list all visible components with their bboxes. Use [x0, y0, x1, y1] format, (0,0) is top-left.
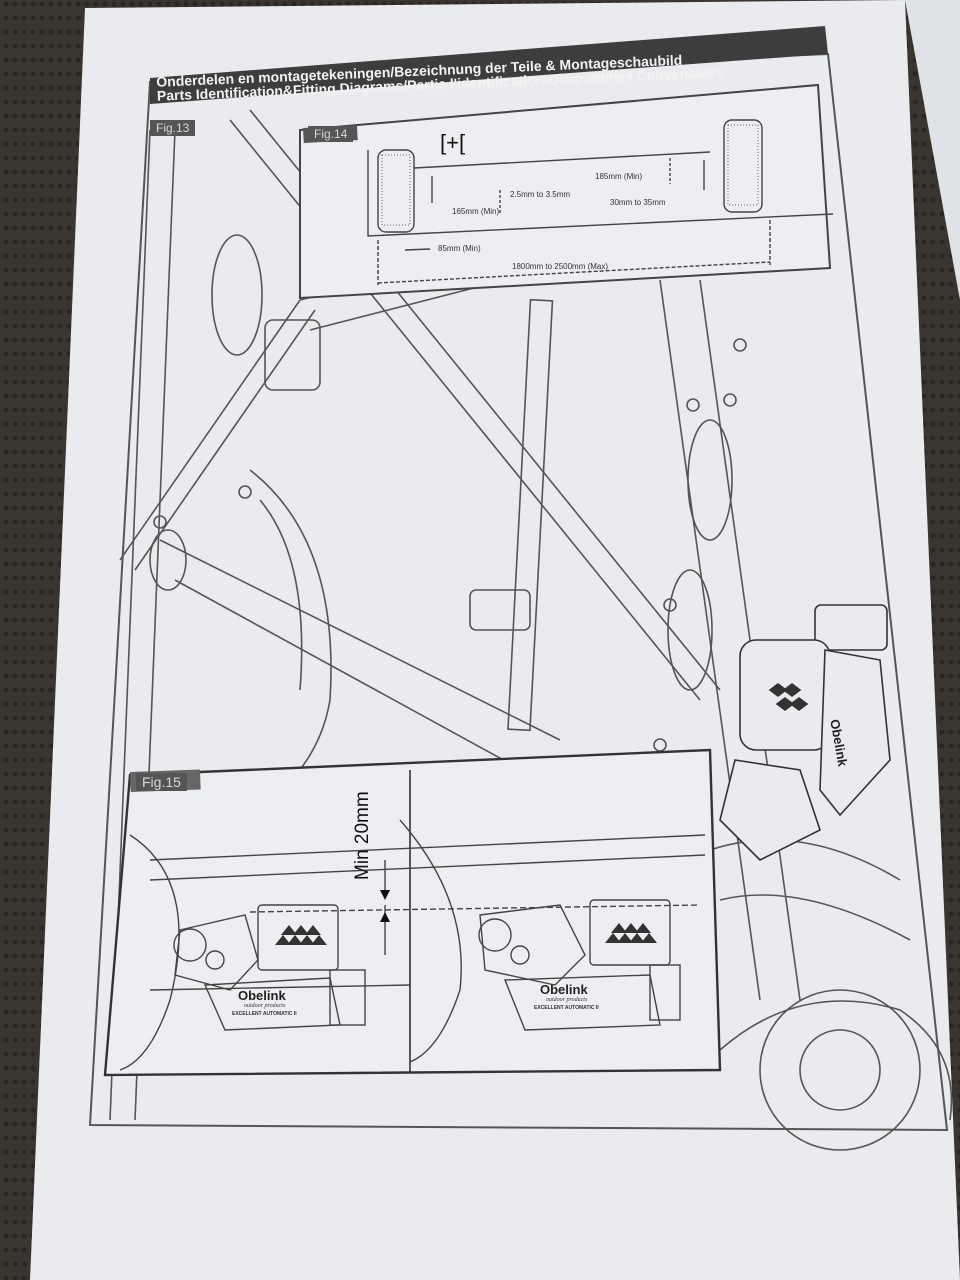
fig14-label: Fig.14: [308, 126, 354, 142]
fig15-model-left: EXCELLENT AUTOMATIC II: [232, 1011, 297, 1017]
fig15-label: Fig.15: [136, 773, 187, 791]
fig13-motor-unit: [719, 604, 891, 861]
fig15-tagline-right: outdoor products: [546, 997, 588, 1003]
fig15-model-right: EXCELLENT AUTOMATIC II: [534, 1005, 599, 1011]
fig15-tagline-left: outdoor products: [244, 1003, 286, 1009]
fig14-dim-height-left: 165mm (Min): [452, 207, 500, 216]
fig14-dim-span: 1800mm to 2500mm (Max): [512, 262, 609, 271]
fig14-dim-height-right: 185mm (Min): [595, 172, 643, 181]
fig14-dim-offset-right: 30mm to 35mm: [610, 198, 666, 207]
fig14-symbol: [+[: [440, 130, 466, 155]
fig14-dim-gap: 2.5mm to 3.5mm: [510, 190, 571, 199]
fig15-brand-right: Obelink: [540, 982, 588, 997]
fig15-arrows: [380, 890, 390, 922]
fig14-dim-offset-left: 85mm (Min): [438, 244, 481, 253]
fig15-clearance-label: Min 20mm: [352, 791, 373, 880]
fig13-label: Fig.13: [150, 120, 196, 136]
fig15-triangles: [275, 923, 657, 945]
fig14-box: [299, 83, 834, 300]
fig15-box: [103, 748, 722, 1077]
fig15-brand-left: Obelink: [238, 988, 286, 1003]
header-bar: [150, 26, 828, 104]
